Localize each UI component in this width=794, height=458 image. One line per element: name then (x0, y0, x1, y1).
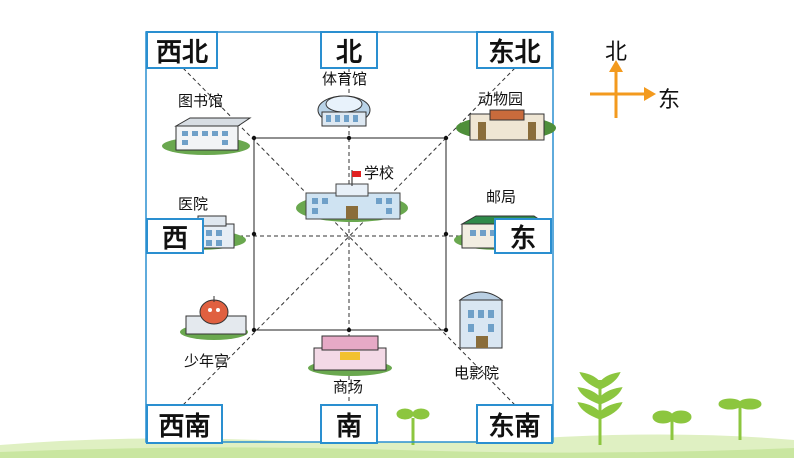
zoo-illustration (456, 109, 556, 141)
youth-palace-illustration (180, 296, 248, 340)
northeast-label: 东北 (476, 31, 553, 69)
cinema-illustration (458, 291, 504, 349)
north-label: 北 (320, 31, 378, 69)
library-name: 图书馆 (178, 92, 224, 110)
school-illustration (296, 170, 408, 222)
southeast-label: 东南 (476, 404, 553, 444)
youth-palace-name: 少年宫 (184, 352, 230, 370)
compass-arrows (590, 60, 656, 118)
west-label: 西 (146, 218, 204, 254)
gym-name: 体育馆 (322, 70, 368, 88)
east-label: 东 (494, 218, 552, 254)
inner-square-dots (251, 135, 449, 333)
inner-square (253, 137, 447, 331)
gym-illustration (317, 95, 371, 127)
library-illustration (162, 117, 252, 155)
south-label: 南 (320, 404, 378, 444)
compass-north-label: 北 (605, 40, 628, 65)
zoo-name: 动物园 (478, 90, 524, 108)
school-name: 学校 (364, 164, 395, 182)
cinema-name: 电影院 (454, 364, 500, 382)
mall-name: 商场 (333, 378, 364, 396)
southwest-label: 西南 (146, 404, 223, 444)
post-office-name: 邮局 (486, 188, 517, 206)
northwest-label: 西北 (146, 31, 218, 69)
hospital-name: 医院 (178, 195, 209, 213)
ground-decoration (0, 372, 794, 458)
compass-east-label: 东 (658, 88, 681, 113)
mall-illustration (308, 335, 392, 376)
